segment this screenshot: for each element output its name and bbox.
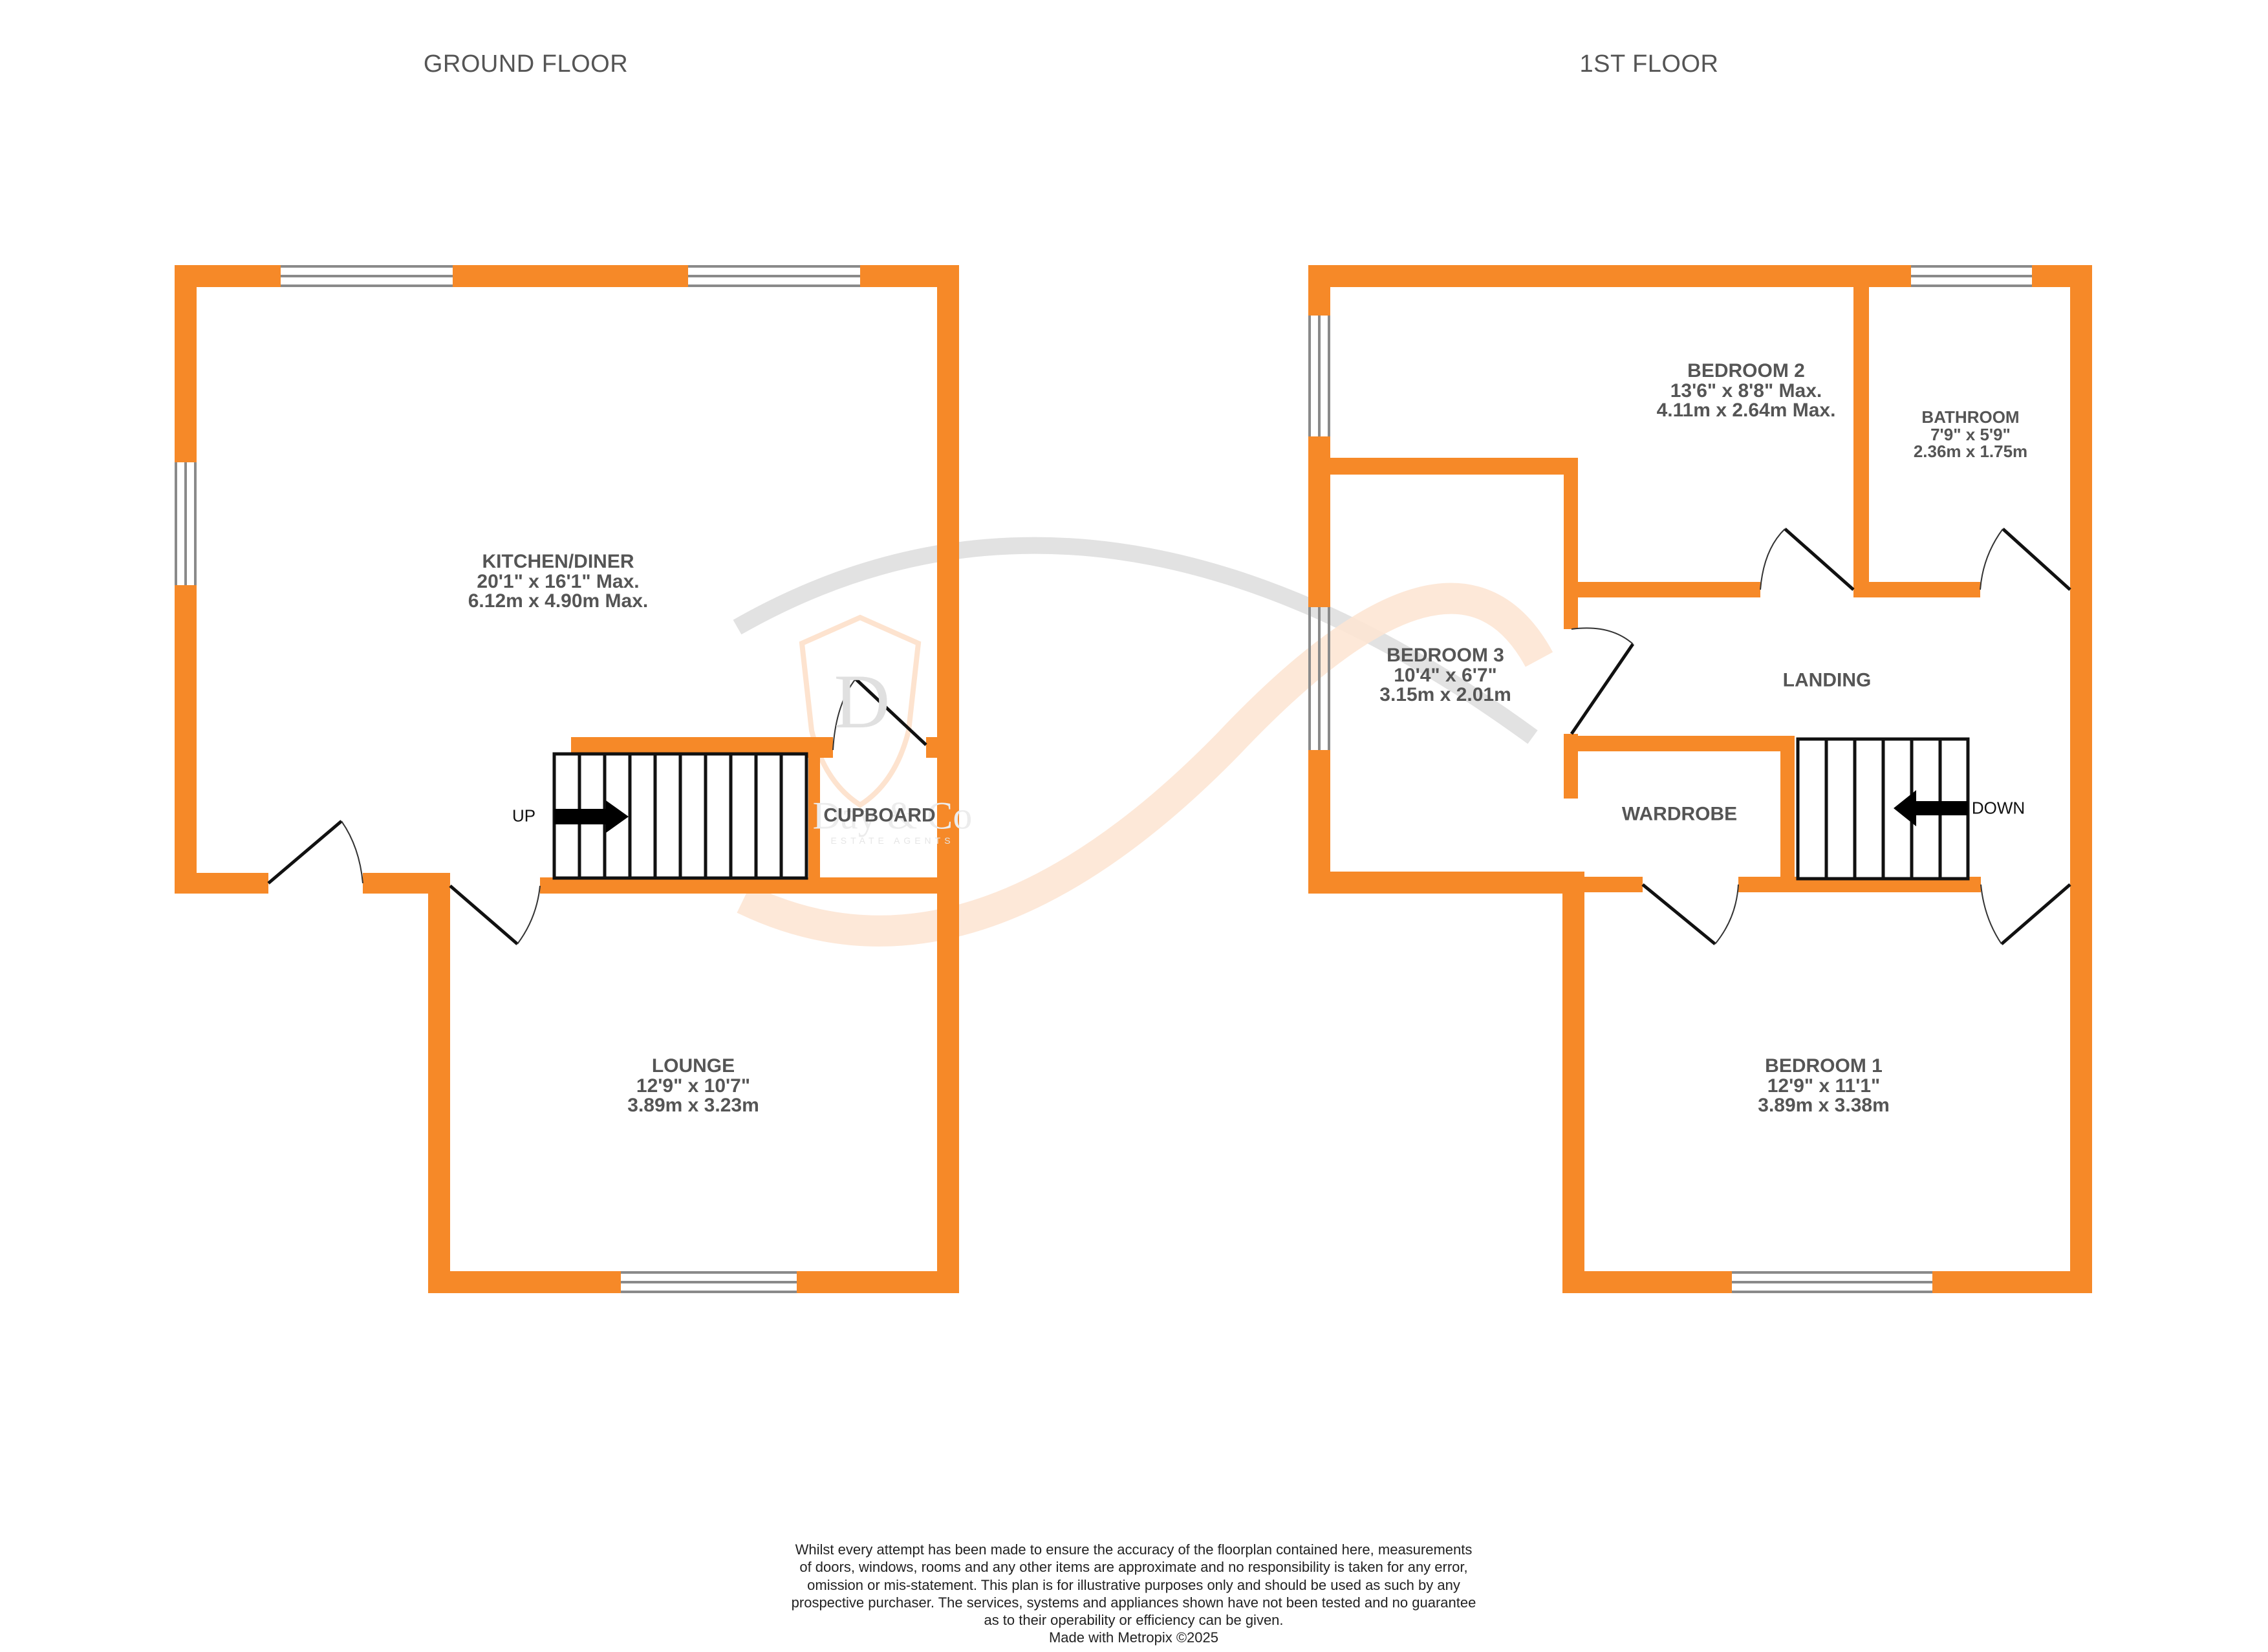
disclaimer-line: of doors, windows, rooms and any other i… [799,1559,1468,1576]
first-floor-stairs [1796,737,1970,881]
ground-floor-windows [175,265,860,1293]
room-name: BEDROOM 3 [1387,645,1504,667]
room-cupboard: CUPBOARD [823,806,935,826]
room-imperial: 20'1" x 16'1" Max. [477,570,640,592]
room-metric: 2.36m x 1.75m [1913,442,2028,462]
room-lounge: LOUNGE 12'9" x 10'7" 3.89m x 3.23m [627,1057,759,1116]
disclaimer-line: omission or mis-statement. This plan is … [807,1576,1460,1593]
room-name: BATHROOM [1921,407,2020,427]
door-icon [1980,883,2071,945]
disclaimer-line: Whilst every attempt has been made to en… [795,1541,1473,1558]
room-bedroom-1: BEDROOM 1 12'9" x 11'1" 3.89m x 3.38m [1758,1057,1889,1116]
room-kitchen-diner: KITCHEN/DINER 20'1" x 16'1" Max. 6.12m x… [468,552,649,612]
watermark-brand: Day & Co [812,794,973,837]
ground-floor-doors [267,678,927,945]
room-name: LOUNGE [651,1055,735,1077]
disclaimer: Whilst every attempt has been made to en… [726,1541,1541,1647]
door-icon [1760,528,1855,591]
door-icon [449,885,541,945]
door-icon [267,820,363,885]
watermark-initial: D [834,658,891,744]
disclaimer-line: as to their operability or efficiency ca… [984,1612,1284,1629]
first-floor-walls [1308,265,2092,1293]
door-icon [1641,883,1739,945]
stairs-up-label: UP [512,806,536,826]
room-metric: 6.12m x 4.90m Max. [468,590,649,612]
room-imperial: 13'6" x 8'8" Max. [1670,380,1822,402]
first-floor-windows [1308,265,2032,1293]
room-name: KITCHEN/DINER [482,551,634,573]
stairs-down-label: DOWN [1971,798,2025,818]
arrow-left-icon [1894,790,1968,826]
first-floor-title: 1ST FLOOR [1579,50,1719,78]
room-imperial: 12'9" x 11'1" [1767,1075,1881,1097]
room-name: BEDROOM 2 [1687,360,1805,382]
room-metric: 4.11m x 2.64m Max. [1656,400,1836,422]
disclaimer-line: prospective purchaser. The services, sys… [791,1594,1476,1611]
door-icon [1570,627,1635,735]
ground-floor-title: GROUND FLOOR [423,50,629,78]
room-name: BEDROOM 1 [1765,1055,1883,1077]
ground-floor-walls [175,265,959,1293]
room-name: LANDING [1782,669,1872,691]
arrow-right-icon [554,800,629,833]
door-icon [1980,528,2071,591]
room-imperial: 7'9" x 5'9" [1930,424,2011,444]
room-metric: 3.89m x 3.23m [627,1095,759,1117]
room-name: WARDROBE [1621,803,1738,825]
room-metric: 3.89m x 3.38m [1758,1095,1890,1117]
door-icon [832,678,927,751]
credit: Made with Metropix ©2025 [1048,1629,1218,1646]
room-name: CUPBOARD [823,804,936,826]
room-metric: 3.15m x 2.01m [1379,684,1511,706]
room-imperial: 10'4" x 6'7" [1394,664,1497,686]
room-bedroom-3: BEDROOM 3 10'4" x 6'7" 3.15m x 2.01m [1379,646,1511,705]
room-bedroom-2: BEDROOM 2 13'6" x 8'8" Max. 4.11m x 2.64… [1657,361,1836,421]
room-bathroom: BATHROOM 7'9" x 5'9" 2.36m x 1.75m [1914,409,2027,460]
room-imperial: 12'9" x 10'7" [636,1075,751,1097]
room-landing: LANDING [1782,669,1872,691]
watermark-tagline: ESTATE AGENTS [830,835,955,846]
first-floor-doors [1570,528,2071,945]
room-wardrobe: WARDROBE [1621,803,1738,825]
